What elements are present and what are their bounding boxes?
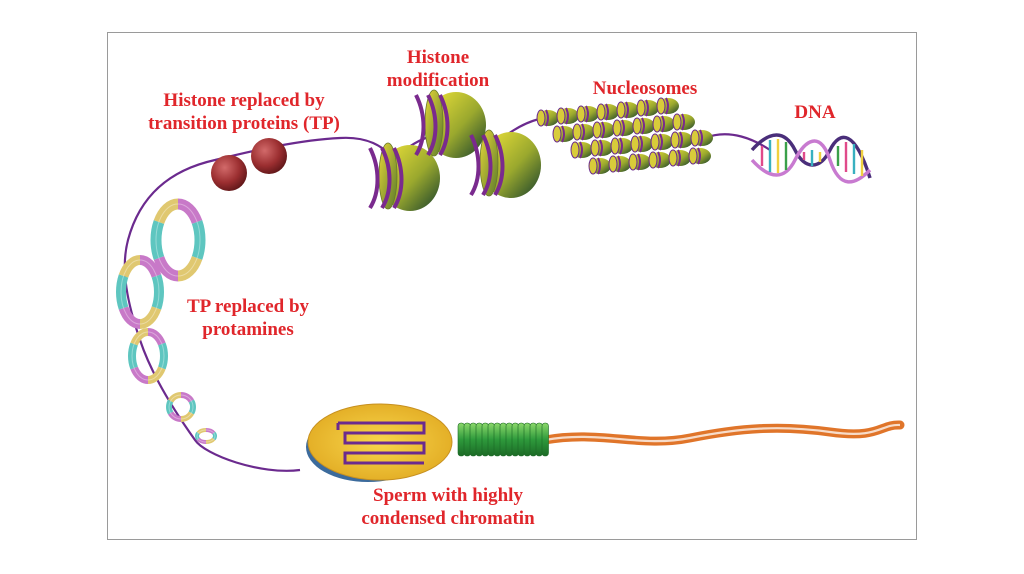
nucleosome: [672, 113, 695, 131]
midpiece-coil: [499, 422, 507, 457]
midpiece-coil: [535, 422, 543, 457]
midpiece-coil: [511, 422, 519, 457]
nucleosome: [572, 123, 595, 141]
label-line: protamines: [202, 319, 294, 340]
nucleosome: [652, 115, 675, 133]
nucleosome: [610, 137, 633, 155]
label-histone-modification: Histone modification: [378, 46, 498, 92]
nucleosome: [688, 147, 711, 165]
label-line: TP replaced by: [186, 296, 310, 317]
sperm-midpiece: [457, 422, 549, 457]
histone-cylinder: [414, 89, 486, 158]
midpiece-coil: [475, 422, 483, 457]
protamine-toroid: [166, 392, 196, 422]
nucleosome: [656, 97, 679, 115]
label-nucleosomes: Nucleosomes: [575, 77, 715, 100]
nucleosome: [668, 149, 691, 167]
label-line: modification: [386, 70, 490, 91]
label-line: Histone: [406, 47, 470, 68]
label-line: condensed chromatin: [361, 508, 535, 529]
label-line: Nucleosomes: [592, 78, 698, 99]
transition-protein-bead: [251, 138, 287, 174]
label-line: DNA: [794, 102, 836, 123]
midpiece-coil: [469, 422, 477, 457]
midpiece-coil: [505, 422, 513, 457]
midpiece-coil: [487, 422, 495, 457]
protamine-toroid: [116, 255, 164, 329]
label-line: transition proteins (TP): [148, 113, 340, 134]
midpiece-coil: [541, 422, 549, 457]
nucleosome: [576, 105, 599, 123]
nucleosome: [608, 155, 631, 173]
condensed-chromatin: [338, 421, 426, 465]
label-line: Sperm with highly: [373, 485, 523, 506]
histone-cylinder: [469, 129, 541, 198]
midpiece-coil: [517, 422, 525, 457]
label-tp-replaced: TP replaced by protamines: [158, 295, 338, 341]
label-line: Histone replaced by: [163, 90, 325, 111]
midpiece-coil: [457, 422, 465, 457]
histone-cylinder: [368, 142, 440, 211]
nucleosome: [590, 139, 613, 157]
nucleosome: [690, 129, 713, 147]
nucleosome: [596, 103, 619, 121]
transition-proteins: [211, 138, 287, 191]
midpiece-coil: [481, 422, 489, 457]
nucleosome: [616, 101, 639, 119]
nucleosome: [612, 119, 635, 137]
protamine-toroid: [195, 428, 217, 444]
protamine-toroids: [116, 198, 217, 444]
nucleosome: [570, 141, 593, 159]
sperm-cell: [306, 403, 905, 482]
midpiece-coil: [493, 422, 501, 457]
nucleosome: [636, 99, 659, 117]
nucleosome: [556, 107, 579, 125]
nucleosome-array: [536, 97, 713, 175]
nucleosome: [648, 151, 671, 169]
midpiece-coil: [529, 422, 537, 457]
nucleosome: [650, 133, 673, 151]
protamine-toroid: [128, 328, 168, 384]
nucleosome: [670, 131, 693, 149]
label-dna: DNA: [780, 101, 850, 124]
label-sperm: Sperm with highly condensed chromatin: [338, 484, 558, 530]
nucleosome: [630, 135, 653, 153]
transition-protein-bead: [211, 155, 247, 191]
label-histone-replaced: Histone replaced by transition proteins …: [120, 89, 368, 135]
protamine-toroid: [150, 198, 206, 282]
nucleosome: [588, 157, 611, 175]
nucleosome: [536, 109, 559, 127]
midpiece-coil: [463, 422, 471, 457]
nucleosome: [628, 153, 651, 171]
dna-helix: [750, 133, 872, 184]
modified-histones: [368, 89, 541, 211]
midpiece-coil: [523, 422, 531, 457]
nucleosome: [552, 125, 575, 143]
nucleosome: [632, 117, 655, 135]
nucleosome: [592, 121, 615, 139]
